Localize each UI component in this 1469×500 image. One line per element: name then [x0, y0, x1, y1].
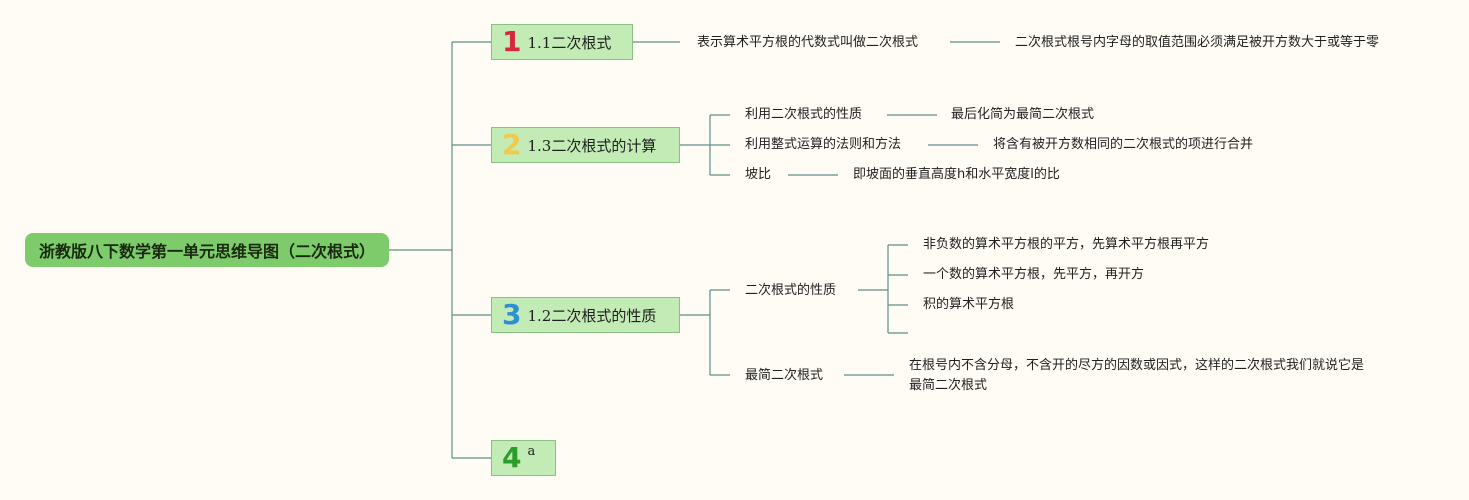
node-use-properties[interactable]: 利用二次根式的性质 [745, 107, 863, 122]
node-combine-like-radicals[interactable]: 将含有被开方数相同的二次根式的项进行合并 [993, 137, 1254, 152]
node-definition[interactable]: 表示算术平方根的代数式叫做二次根式 [697, 35, 919, 50]
definition-line-1: 在根号内不含分母，不含开的尽方的因数或因式，这样的二次根式我们就说它是 [909, 358, 1365, 373]
number-4-icon: 4 [502, 441, 522, 474]
branch-3-topic[interactable]: 3 1.2二次根式的性质 [491, 297, 680, 333]
node-slope-definition[interactable]: 即坡面的垂直高度h和水平宽度l的比 [853, 167, 1060, 182]
branch-2-label: 1.3二次根式的计算 [527, 136, 657, 155]
number-1-icon: 1 [502, 25, 522, 58]
node-slope-ratio[interactable]: 坡比 [745, 167, 772, 182]
number-2-icon: 2 [502, 128, 522, 161]
branch-4-label: a [527, 443, 536, 459]
node-use-rules[interactable]: 利用整式运算的法则和方法 [745, 137, 902, 152]
branch-4-topic[interactable]: 4 a [491, 440, 556, 476]
node-property-3[interactable]: 积的算术平方根 [923, 297, 1015, 312]
number-3-icon: 3 [502, 298, 522, 331]
node-simplify-result[interactable]: 最后化简为最简二次根式 [951, 107, 1095, 122]
branch-2-topic[interactable]: 2 1.3二次根式的计算 [491, 127, 680, 163]
root-topic-label: 浙教版八下数学第一单元思维导图（二次根式） [38, 242, 375, 261]
branch-3-label: 1.2二次根式的性质 [527, 306, 657, 325]
branch-1-label: 1.1二次根式 [527, 33, 612, 52]
node-property-1[interactable]: 非负数的算术平方根的平方，先算术平方根再平方 [923, 237, 1210, 252]
node-radical-properties[interactable]: 二次根式的性质 [745, 283, 837, 298]
definition-line-2: 最简二次根式 [909, 378, 988, 393]
root-topic[interactable]: 浙教版八下数学第一单元思维导图（二次根式） [25, 233, 389, 267]
node-simplest-radical[interactable]: 最简二次根式 [745, 368, 824, 383]
node-property-2[interactable]: 一个数的算术平方根，先平方，再开方 [923, 267, 1145, 282]
branch-1-topic[interactable]: 1 1.1二次根式 [491, 24, 633, 60]
node-simplest-radical-definition[interactable]: 在根号内不含分母，不含开的尽方的因数或因式，这样的二次根式我们就说它是 最简二次… [909, 356, 1364, 396]
node-domain-condition[interactable]: 二次根式根号内字母的取值范围必须满足被开方数大于或等于零 [1015, 35, 1380, 50]
